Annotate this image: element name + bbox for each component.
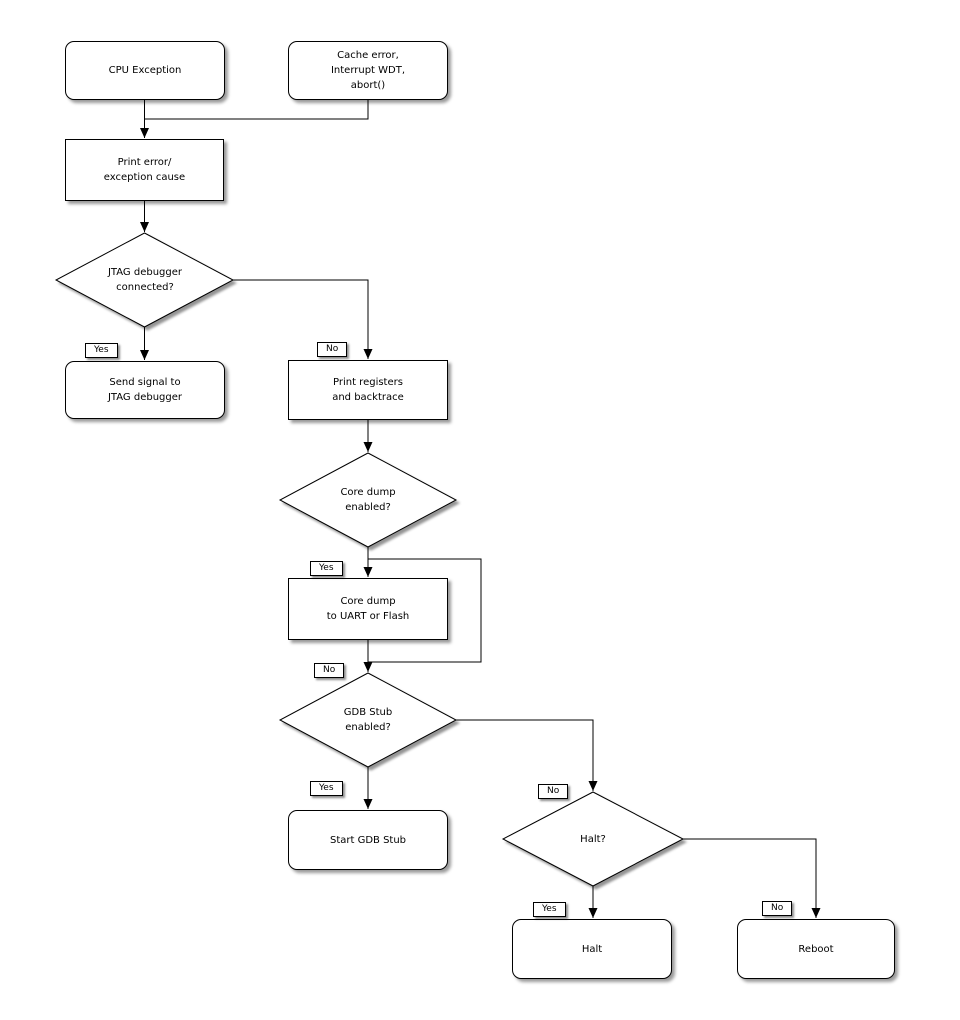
node-print-error-label: Print error/ exception cause xyxy=(103,157,186,183)
node-cache-error: Cache error, Interrupt WDT, abort() xyxy=(288,41,448,100)
edge-cache-error-merge xyxy=(144,100,369,120)
tag-halt-no: No xyxy=(762,901,793,916)
tag-coredump-no: No xyxy=(314,663,345,678)
tag-halt-yes: Yes xyxy=(533,902,566,917)
node-print-registers: Print registers and backtrace xyxy=(288,360,448,420)
node-send-signal-label: Send signal to JTAG debugger xyxy=(107,377,183,403)
node-print-registers-label: Print registers and backtrace xyxy=(332,377,404,403)
node-core-dump-uart: Core dump to UART or Flash xyxy=(288,578,448,640)
tag-coredump-yes: Yes xyxy=(310,561,343,576)
edge-gdb-no-to-halt-q xyxy=(456,719,598,791)
decision-halt-shape xyxy=(501,791,685,887)
node-halt-label: Halt xyxy=(581,943,603,955)
node-start-gdb-stub: Start GDB Stub xyxy=(288,810,448,870)
node-print-error: Print error/ exception cause xyxy=(65,139,224,201)
node-halt: Halt xyxy=(512,919,672,979)
tag-gdb-no: No xyxy=(538,784,569,799)
tag-gdb-yes: Yes xyxy=(310,781,343,796)
node-cpu-exception: CPU Exception xyxy=(65,41,225,100)
node-cpu-exception-label: CPU Exception xyxy=(108,65,182,76)
node-reboot: Reboot xyxy=(737,919,895,979)
edge-coredump-no-bypass xyxy=(368,558,482,663)
node-send-signal: Send signal to JTAG debugger xyxy=(65,361,225,419)
decision-jtag-shape xyxy=(54,232,235,328)
tag-jtag-no: No xyxy=(317,342,348,357)
decision-gdbstub-shape xyxy=(278,672,458,768)
decision-coredump-shape xyxy=(278,452,458,548)
node-reboot-label: Reboot xyxy=(798,943,834,955)
tag-jtag-yes: Yes xyxy=(85,343,118,358)
node-core-dump-uart-label: Core dump to UART or Flash xyxy=(326,596,410,622)
node-cache-error-label: Cache error, Interrupt WDT, abort() xyxy=(330,50,406,91)
edge-jtag-no-to-print-registers xyxy=(233,279,373,359)
node-start-gdb-stub-label: Start GDB Stub xyxy=(329,834,407,846)
edge-halt-no-to-reboot xyxy=(683,838,821,918)
